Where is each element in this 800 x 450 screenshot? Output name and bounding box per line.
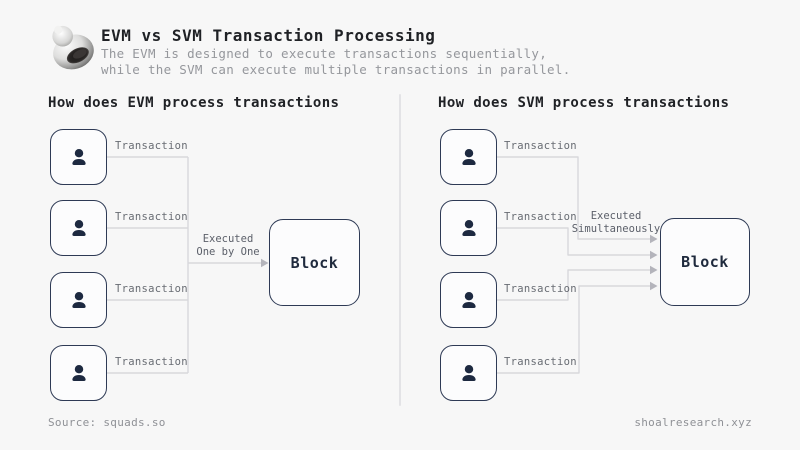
svm-transaction-label-4: Transaction <box>504 356 577 368</box>
evm-transaction-label-4: Transaction <box>115 356 188 368</box>
evm-block-box: Block <box>269 219 360 306</box>
svm-arrowhead-right-icon-2 <box>650 250 658 260</box>
evm-agent-box-2 <box>50 200 107 256</box>
person-icon <box>461 219 476 236</box>
svm-arrowhead-right-icon-3 <box>650 265 658 275</box>
person-icon <box>461 364 476 381</box>
evm-connectors <box>107 156 262 374</box>
seashell-logo-icon <box>52 25 94 70</box>
site-attribution: shoalresearch.xyz <box>634 416 752 429</box>
person-icon <box>461 148 476 165</box>
evm-panel-heading: How does EVM process transactions <box>48 95 340 111</box>
svm-arrowhead-right-icon-1 <box>650 234 658 244</box>
svm-connectors <box>497 156 651 374</box>
svm-agent-box-1 <box>440 129 497 185</box>
svm-flow-label-line1: Executed <box>590 210 642 222</box>
evm-block-label: Block <box>290 253 339 272</box>
evm-flow-label-line1: Executed <box>202 233 254 245</box>
svm-transaction-label-1: Transaction <box>504 140 577 152</box>
evm-transaction-label-1: Transaction <box>115 140 188 152</box>
svm-arrowhead-right-icon-4 <box>650 281 658 291</box>
evm-transaction-label-3: Transaction <box>115 283 188 295</box>
svm-agent-box-2 <box>440 200 497 256</box>
evm-transaction-label-2: Transaction <box>115 211 188 223</box>
svm-transaction-label-2: Transaction <box>504 211 577 223</box>
svm-flow-label: Executed Simultaneously <box>560 210 672 236</box>
person-icon <box>71 291 86 308</box>
person-icon <box>71 364 86 381</box>
page-subtitle-line1: The EVM is designed to execute transacti… <box>101 46 548 61</box>
evm-flow-label: Executed One by One <box>186 233 270 259</box>
evm-agent-box-1 <box>50 129 107 185</box>
svm-arrowheads <box>650 234 658 291</box>
page-title: EVM vs SVM Transaction Processing <box>101 26 436 45</box>
svm-block-label: Block <box>681 253 729 271</box>
person-icon <box>71 148 86 165</box>
evm-flow-label-line2: One by One <box>196 246 260 258</box>
svm-block-box: Block <box>660 218 750 306</box>
evm-agent-box-4 <box>50 345 107 401</box>
evm-agent-box-3 <box>50 272 107 328</box>
svm-agent-box-4 <box>440 345 497 401</box>
svm-agent-box-3 <box>440 272 497 328</box>
person-icon <box>461 291 476 308</box>
panel-divider <box>399 94 401 406</box>
svm-flow-label-line2: Simultaneously <box>571 223 661 235</box>
source-attribution: Source: squads.so <box>48 416 166 429</box>
svm-transaction-label-3: Transaction <box>504 283 577 295</box>
evm-arrowhead-right-icon <box>261 258 269 268</box>
svm-panel-heading: How does SVM process transactions <box>438 95 730 111</box>
person-icon <box>71 219 86 236</box>
page-subtitle-line2: while the SVM can execute multiple trans… <box>101 62 571 77</box>
